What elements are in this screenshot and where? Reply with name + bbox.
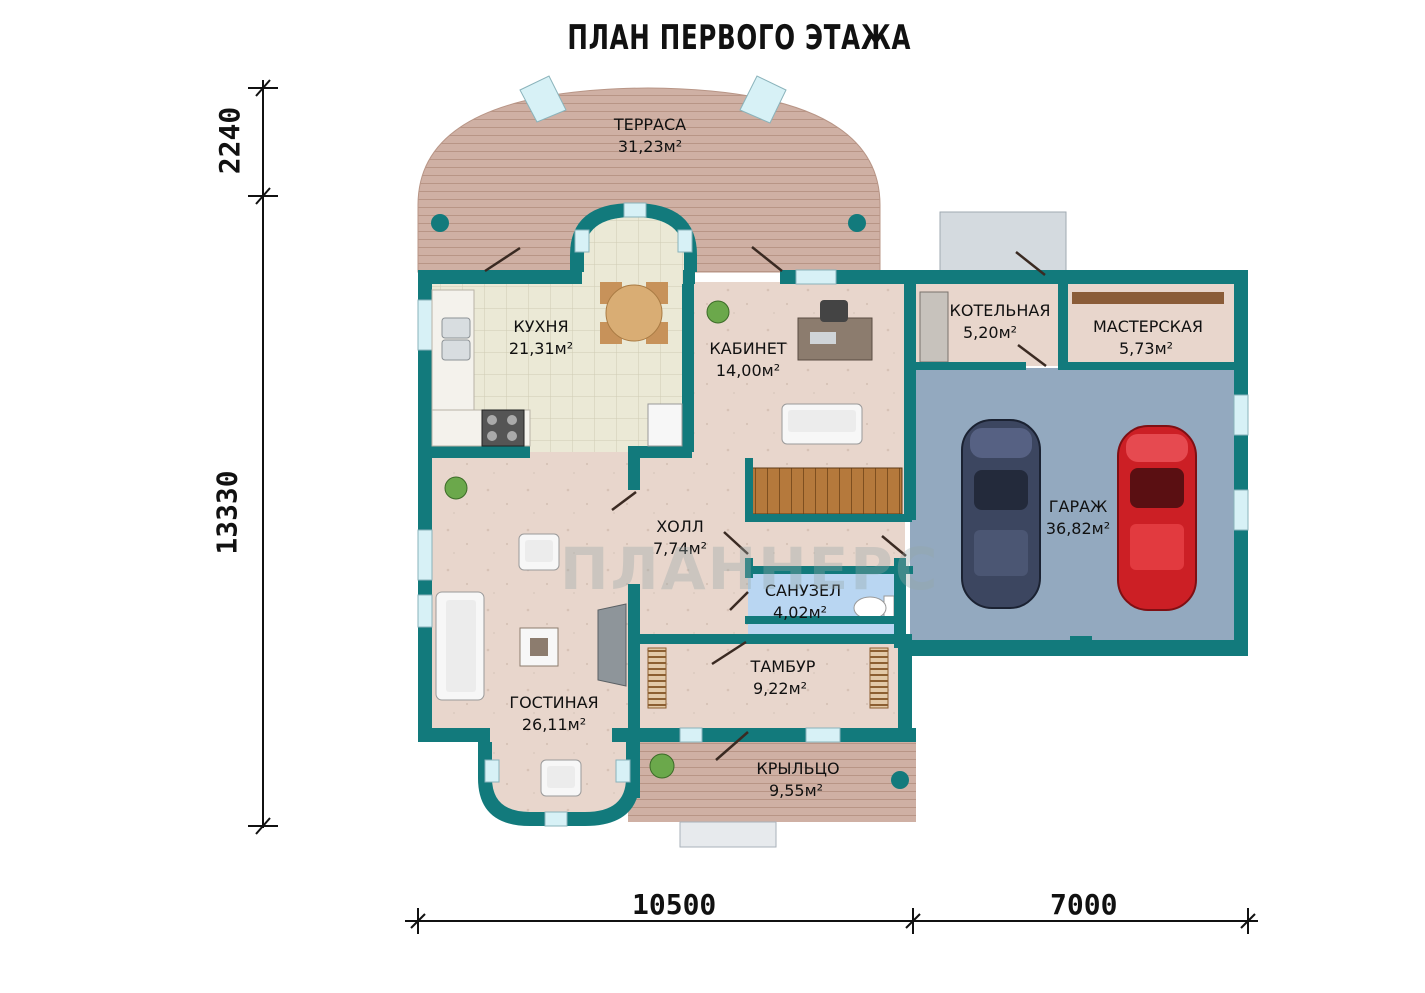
living-sofa [435, 591, 485, 701]
porch-floor [628, 742, 916, 822]
shoe-rack-right [869, 647, 889, 709]
staircase [751, 467, 903, 515]
horizontal-dimension-lines [405, 908, 1258, 934]
label-boiler-name: КОТЕЛЬНАЯ [950, 301, 1051, 320]
coffee-table [519, 627, 559, 667]
label-porch-area: 9,55м² [769, 781, 823, 800]
room-labels: ТЕРРАСА 31,23м² КУХНЯ 21,31м² КАБИНЕТ 14… [509, 115, 1203, 800]
armchair-top [518, 533, 560, 571]
terrace-column-left [431, 214, 449, 232]
armchair-bottom [540, 759, 582, 797]
label-garage-area: 36,82м² [1046, 519, 1110, 538]
label-terrace-name: ТЕРРАСА [613, 115, 686, 134]
fridge [647, 403, 683, 447]
fireplace [597, 603, 627, 687]
label-vestibule-area: 9,22м² [753, 679, 807, 698]
label-kitchen-name: КУХНЯ [513, 317, 568, 336]
door-lines [484, 246, 1047, 761]
dim-main-vertical: 13330 [210, 470, 244, 555]
label-workshop-area: 5,73м² [1119, 339, 1173, 358]
desk [797, 300, 873, 361]
dim-top-vertical: 2240 [213, 106, 247, 175]
vestibule-floor [638, 642, 908, 732]
dim-bottom-right: 7000 [1050, 888, 1118, 921]
car-blue [961, 419, 1041, 609]
shoe-rack-left [647, 647, 667, 709]
kitchen-counter [431, 289, 531, 447]
label-hall-area: 7,74м² [653, 539, 707, 558]
label-bathroom-area: 4,02м² [773, 603, 827, 622]
label-vestibule-name: ТАМБУР [750, 657, 816, 676]
plant-icons [444, 300, 730, 779]
label-hall-name: ХОЛЛ [656, 517, 704, 536]
terrace-column-right [848, 214, 866, 232]
label-living-name: ГОСТИНАЯ [509, 693, 598, 712]
dim-bottom-left: 10500 [632, 888, 717, 921]
label-bathroom-name: САНУЗЕЛ [765, 581, 841, 600]
vertical-dimension-lines [248, 79, 278, 835]
terrace-windows [519, 75, 787, 124]
cabinet-sofa [781, 403, 863, 445]
label-kitchen-area: 21,31м² [509, 339, 573, 358]
boiler-unit [919, 291, 949, 363]
porch-column [891, 771, 909, 789]
label-terrace-area: 31,23м² [618, 137, 682, 156]
label-garage-name: ГАРАЖ [1049, 497, 1108, 516]
workbench [1072, 292, 1224, 304]
porch-step [679, 821, 777, 848]
label-porch-name: КРЫЛЬЦО [756, 759, 839, 778]
car-red [1117, 425, 1197, 611]
label-cabinet-name: КАБИНЕТ [709, 339, 786, 358]
kitchen-alcove-floor [582, 215, 685, 282]
boiler-entry-step [939, 211, 1067, 273]
watermark: ПЛАННЕРС [560, 535, 940, 603]
label-workshop-name: МАСТЕРСКАЯ [1093, 317, 1203, 336]
label-living-area: 26,11м² [522, 715, 586, 734]
label-cabinet-area: 14,00м² [716, 361, 780, 380]
label-boiler-area: 5,20м² [963, 323, 1017, 342]
page-title: ПЛАН ПЕРВОГО ЭТАЖА [567, 18, 912, 58]
windows [417, 202, 1249, 827]
dining-table [600, 282, 668, 344]
terrace-floor [417, 87, 881, 273]
